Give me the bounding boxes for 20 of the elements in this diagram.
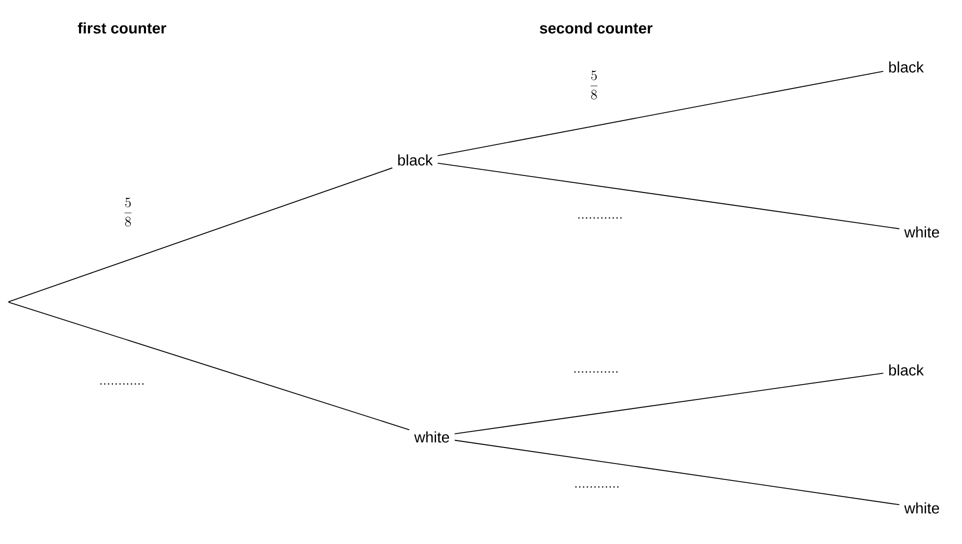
outcome-label: white	[904, 226, 940, 238]
outcome-label: black	[398, 154, 433, 166]
branch-line	[454, 372, 884, 434]
probability-label: $............$	[98, 382, 146, 386]
outcome-label: black	[889, 61, 924, 73]
outcome-label: black	[889, 364, 924, 376]
probability-label: $\frac{5}{8}$	[122, 196, 134, 228]
probability-label: $............$	[572, 370, 620, 374]
outcome-label: white	[904, 502, 940, 514]
branch-line	[8, 167, 393, 302]
branch-line	[8, 302, 410, 430]
outcome-label: white	[414, 431, 450, 443]
probability-label: $............$	[572, 485, 622, 489]
probability-label: $\frac{5}{8}$	[588, 70, 600, 100]
branch-line	[454, 440, 900, 506]
branch-line	[437, 70, 884, 156]
probability-label: $............$	[576, 216, 624, 220]
column-heading: second counter	[540, 22, 652, 34]
branch-line	[437, 162, 900, 230]
column-heading: first counter	[78, 22, 166, 34]
